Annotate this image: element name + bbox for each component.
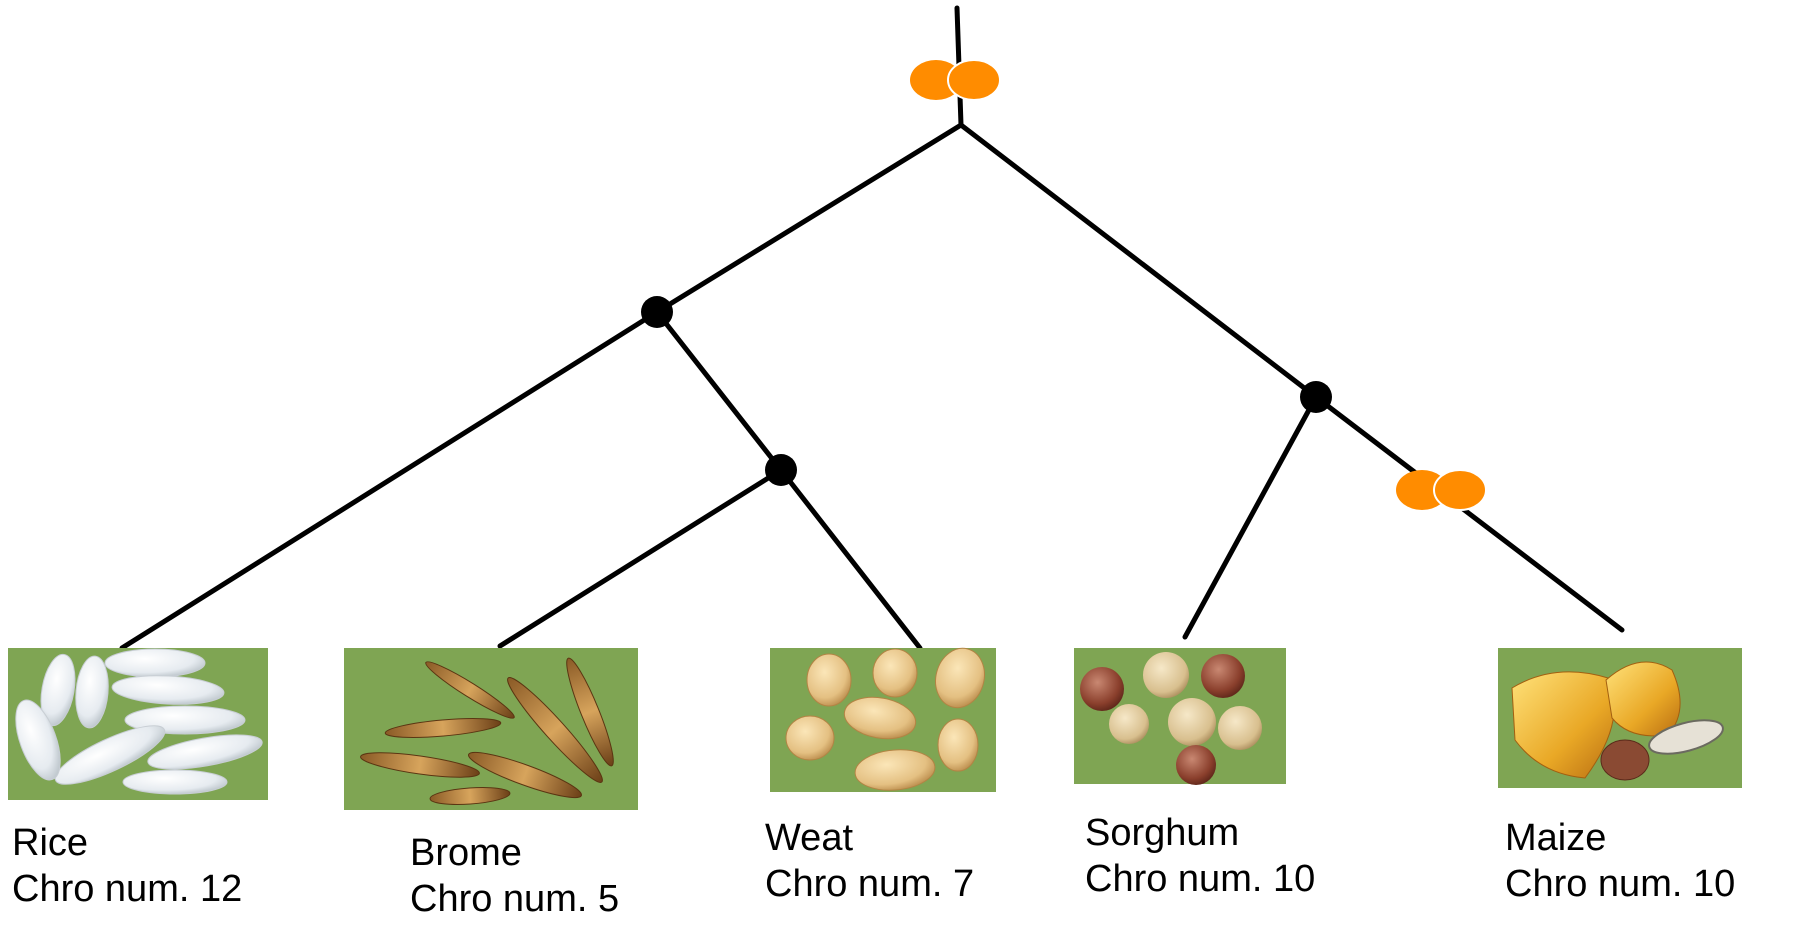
species-label-wheat: Weat Chro num. 7 [765,815,974,907]
branch-right-node-to-sorghum [1182,394,1319,640]
tree-branches [119,5,1625,651]
branch-right-node-to-maize [1313,394,1625,633]
node-inner [765,454,797,486]
rice-grain-photo [8,648,268,800]
wheat-grain-photo [770,647,996,792]
orange-ellipse-icon [1433,469,1487,511]
node-left [641,296,673,328]
branch-left-node-to-inner-node [654,309,784,473]
species-label-sorghum: Sorghum Chro num. 10 [1085,810,1315,902]
chromosome-number: Chro num. 10 [1505,863,1736,905]
branch-inner-node-to-wheat [778,467,923,651]
species-name: Sorghum [1085,812,1240,854]
species-label-rice: Rice Chro num. 12 [12,820,242,912]
chromosome-number: Chro num. 12 [12,868,243,910]
chromosome-number: Chro num. 5 [410,878,620,920]
species-name: Rice [12,822,89,864]
maize-grain-photo [1498,648,1742,788]
species-name: Maize [1505,817,1607,859]
duplication-marker-root [910,59,1001,101]
branch-inner-node-to-brome [497,467,784,649]
chromosome-number: Chro num. 7 [765,863,975,905]
brome-grain-photo [344,648,638,810]
branch-root-to-left-node [654,122,964,315]
orange-ellipse-icon [1396,470,1448,510]
sorghum-grain-photo [1074,648,1286,785]
species-name: Weat [765,817,854,859]
node-right [1300,381,1332,413]
species-label-brome: Brome Chro num. 5 [410,830,619,922]
tree-nodes [641,296,1332,486]
orange-ellipse-icon [910,60,962,100]
orange-ellipse-icon [947,59,1001,101]
duplication-marker-maize [1396,469,1487,511]
chromosome-number: Chro num. 10 [1085,858,1316,900]
branch-root-to-right-node [958,122,1319,400]
species-label-maize: Maize Chro num. 10 [1505,815,1735,907]
species-name: Brome [410,832,522,874]
branch-left-node-to-rice [119,309,660,651]
